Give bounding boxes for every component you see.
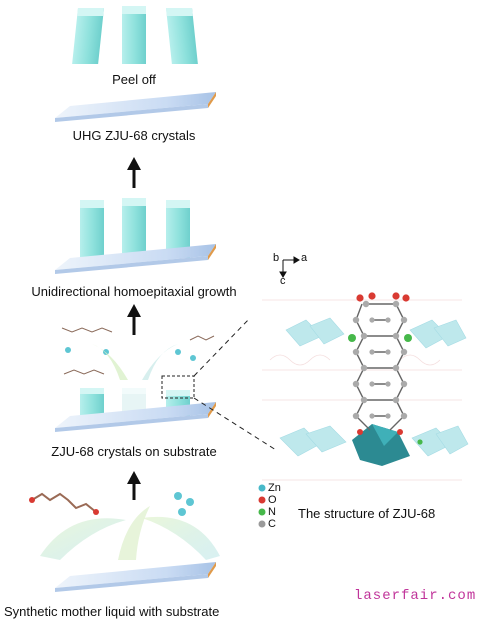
c-dot	[258, 520, 266, 528]
arrow-up	[127, 471, 141, 500]
liquid-splash	[92, 344, 178, 380]
crystal	[122, 6, 146, 64]
label-growth: Unidirectional homoepitaxial growth	[31, 284, 237, 299]
ligand-molecules	[61, 327, 215, 375]
crystal-structure	[262, 292, 469, 481]
axes-triad	[279, 256, 300, 278]
crystal	[166, 8, 198, 64]
label-mother-liquid: Synthetic mother liquid with substrate	[4, 604, 220, 619]
label-uhg-crystals: UHG ZJU-68 crystals	[72, 128, 196, 143]
legend-zn: Zn	[268, 482, 281, 494]
o-dot	[258, 496, 266, 504]
legend-n: N	[268, 506, 276, 518]
mother-liquid	[29, 492, 220, 560]
structure-caption: The structure of ZJU-68	[298, 506, 436, 521]
axis-b-label: b	[273, 252, 280, 264]
zoom-box	[161, 375, 195, 399]
watermark: laserfair.com	[354, 588, 477, 604]
substrate	[55, 92, 216, 122]
axis-a-label: a	[301, 252, 308, 264]
zoom-lines	[193, 317, 277, 451]
substrate	[55, 562, 216, 592]
substrate	[55, 244, 216, 274]
zn-ions	[65, 347, 196, 361]
arrow-up	[127, 304, 141, 335]
zn-dot	[258, 484, 266, 492]
label-on-substrate: ZJU-68 crystals on substrate	[51, 444, 217, 459]
legend-o: O	[268, 494, 277, 506]
n-dot	[258, 508, 266, 516]
legend-dots	[258, 484, 266, 528]
arrow-up	[127, 157, 141, 188]
label-peel-off: Peel off	[112, 72, 156, 87]
crystal	[72, 8, 104, 64]
peeled-crystals	[72, 6, 198, 64]
axis-c-label: c	[280, 275, 286, 287]
legend-c: C	[268, 518, 276, 530]
